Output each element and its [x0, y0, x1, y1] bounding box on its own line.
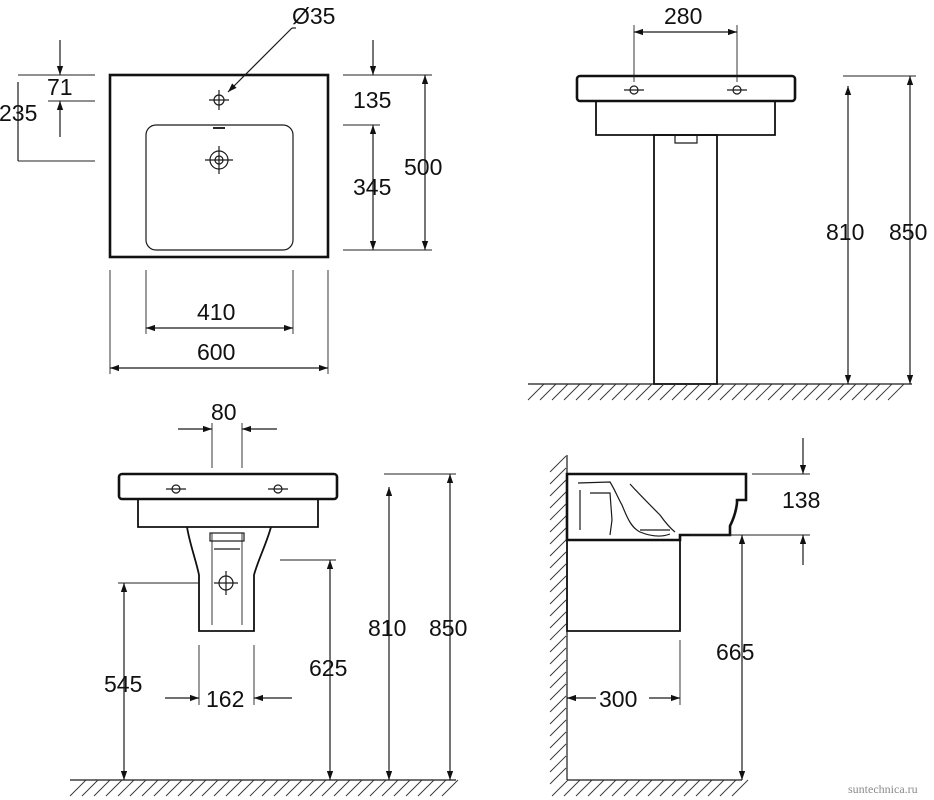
dim-500: 500 — [404, 154, 442, 180]
dim-138: 138 — [782, 487, 820, 513]
dim-80: 80 — [211, 399, 237, 425]
tap-hole-icon — [209, 90, 229, 110]
semi-pedestal-view: 80 545 162 625 810 850 — [69, 399, 467, 797]
semi-pedestal — [186, 526, 272, 632]
semi-pipe-hole-icon — [214, 571, 238, 595]
dim-280: 280 — [664, 3, 702, 29]
floor-hatch-3 — [551, 779, 749, 797]
dim-135: 135 — [353, 87, 391, 113]
dim-300: 300 — [599, 686, 637, 712]
floor-hatch-2 — [69, 779, 459, 797]
dim-850: 850 — [889, 219, 927, 245]
semi-tap-hole-icon-2 — [268, 484, 288, 494]
wall-hatch — [549, 455, 567, 785]
dim-345: 345 — [353, 174, 391, 200]
top-view: Ø35 71 235 135 345 500 410 600 — [0, 3, 442, 374]
semi-basin-top — [117, 472, 339, 501]
dim-810: 810 — [826, 219, 864, 245]
dim-810-semi: 810 — [368, 615, 406, 641]
front-basin-top — [575, 74, 797, 103]
dim-410: 410 — [197, 299, 235, 325]
dim-545: 545 — [104, 671, 142, 697]
dim-850-semi: 850 — [429, 615, 467, 641]
floor-hatch — [527, 383, 905, 401]
front-tap-hole-icon — [624, 85, 644, 95]
dim-625: 625 — [309, 655, 347, 681]
front-tap-hole-icon-2 — [727, 85, 747, 95]
drain-icon — [205, 146, 233, 174]
dim-71: 71 — [47, 74, 73, 100]
side-view: 138 665 300 — [549, 438, 820, 797]
basin-outline — [108, 73, 330, 259]
dim-162: 162 — [206, 686, 244, 712]
dim-235: 235 — [0, 100, 37, 126]
dim-diameter-35: Ø35 — [292, 3, 335, 29]
dim-665: 665 — [716, 639, 754, 665]
dim-600: 600 — [197, 339, 235, 365]
bowl-outline — [145, 124, 294, 251]
side-pedestal — [566, 535, 681, 632]
semi-tap-hole-icon — [166, 484, 186, 494]
front-view: 280 810 850 — [527, 3, 927, 401]
pedestal-column — [653, 134, 718, 385]
watermark: suntechnica.ru — [848, 782, 918, 796]
side-basin-profile — [565, 472, 748, 542]
